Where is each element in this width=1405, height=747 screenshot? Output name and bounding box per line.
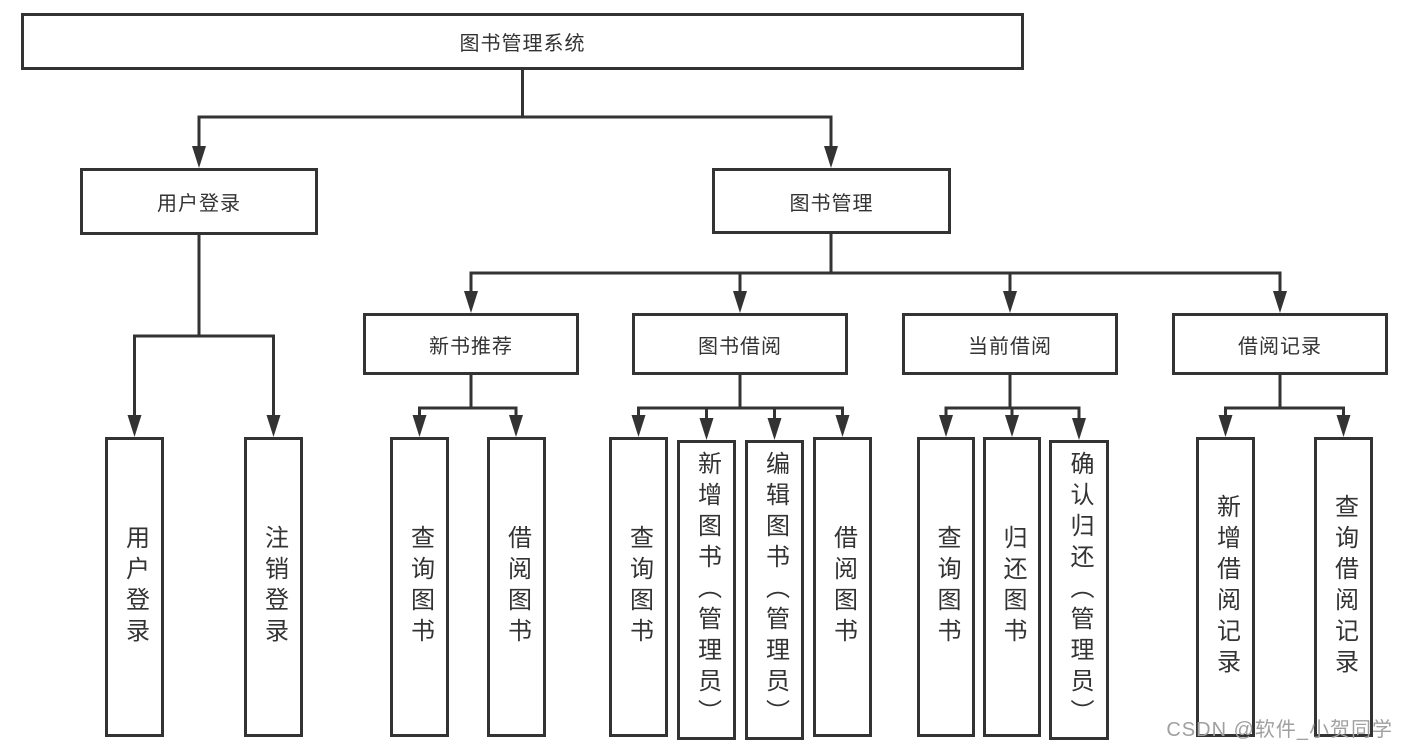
- leaf-records-add-record: 新增借阅记录: [1196, 437, 1255, 737]
- node-current-borrow: 当前借阅: [902, 313, 1118, 375]
- node-book-borrow-label: 图书借阅: [698, 335, 782, 358]
- node-borrow-records-label: 借阅记录: [1238, 335, 1322, 358]
- node-borrow-records: 借阅记录: [1172, 313, 1388, 375]
- leaf-current-confirm-return-label: 确认归还（管理员）: [1066, 450, 1093, 730]
- node-new-book-recommend: 新书推荐: [363, 313, 579, 375]
- leaf-records-query-record-label: 查询借阅记录: [1330, 494, 1358, 680]
- node-root-label: 图书管理系统: [459, 33, 586, 55]
- leaf-recommend-borrow-book-label: 借阅图书: [503, 525, 531, 649]
- leaf-recommend-borrow-book: 借阅图书: [487, 437, 546, 737]
- leaf-current-return-book-label: 归还图书: [999, 525, 1026, 649]
- leaf-borrow-edit-book: 编辑图书（管理员）: [745, 440, 804, 740]
- node-new-book-recommend-label: 新书推荐: [429, 335, 513, 358]
- leaf-current-query-book: 查询图书: [917, 437, 975, 737]
- leaf-user-login: 用户登录: [105, 437, 164, 737]
- leaf-borrow-add-book-label: 新增图书（管理员）: [693, 450, 721, 730]
- leaf-user-login-label: 用户登录: [121, 525, 149, 649]
- node-user-login: 用户登录: [80, 168, 318, 235]
- leaf-current-return-book: 归还图书: [983, 437, 1041, 737]
- node-book-management: 图书管理: [712, 168, 951, 234]
- leaf-borrow-borrow-book-label: 借阅图书: [829, 525, 857, 649]
- leaf-logout-label: 注销登录: [260, 525, 288, 649]
- leaf-borrow-query-book: 查询图书: [609, 437, 668, 737]
- leaf-borrow-edit-book-label: 编辑图书（管理员）: [761, 450, 789, 730]
- leaf-records-add-record-label: 新增借阅记录: [1212, 494, 1240, 680]
- leaf-records-query-record: 查询借阅记录: [1314, 437, 1373, 737]
- node-book-borrow: 图书借阅: [632, 313, 848, 375]
- leaf-borrow-add-book: 新增图书（管理员）: [677, 440, 736, 740]
- leaf-current-confirm-return: 确认归还（管理员）: [1049, 440, 1109, 740]
- leaf-borrow-borrow-book: 借阅图书: [813, 437, 872, 737]
- leaf-borrow-query-book-label: 查询图书: [625, 525, 653, 649]
- csdn-watermark: CSDN @软件_小贺同学: [1166, 719, 1393, 741]
- leaf-recommend-query-book: 查询图书: [390, 437, 449, 737]
- leaf-current-query-book-label: 查询图书: [933, 525, 960, 649]
- leaf-recommend-query-book-label: 查询图书: [406, 525, 434, 649]
- node-book-management-label: 图书管理: [789, 192, 874, 215]
- node-user-login-label: 用户登录: [157, 193, 241, 215]
- node-root: 图书管理系统: [21, 13, 1024, 70]
- leaf-logout: 注销登录: [244, 437, 303, 737]
- node-current-borrow-label: 当前借阅: [968, 335, 1052, 358]
